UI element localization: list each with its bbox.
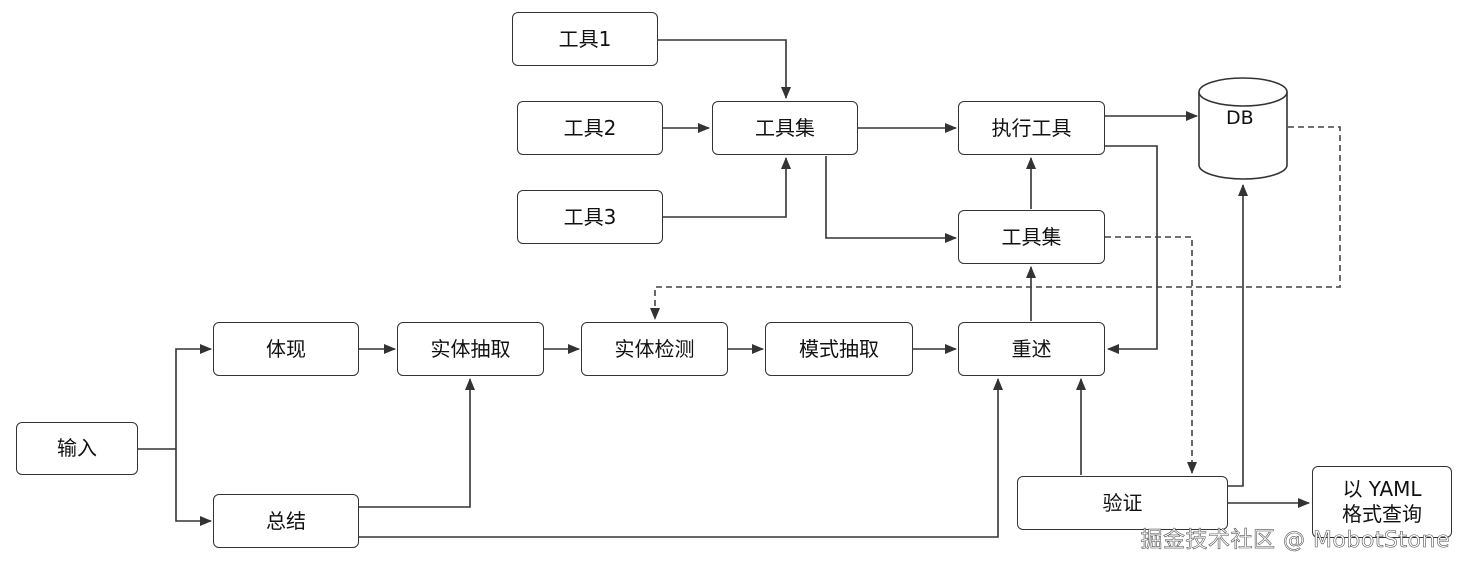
tool2-node: 工具2 bbox=[517, 101, 663, 155]
edge-toolsetmid-verify-dashed bbox=[1105, 236, 1197, 474]
edge-verify-db bbox=[1228, 184, 1248, 487]
edge-tool1-toolset bbox=[658, 39, 791, 99]
edge-input-embody bbox=[175, 344, 212, 449]
entity-extract-node: 实体抽取 bbox=[397, 322, 544, 376]
edge-input-summary bbox=[175, 449, 212, 526]
pattern-extract-node: 模式抽取 bbox=[765, 322, 913, 376]
edge-exec-restate bbox=[1105, 145, 1158, 354]
summary-node: 总结 bbox=[213, 494, 359, 548]
entity-detect-node: 实体检测 bbox=[581, 322, 728, 376]
yaml-query-line1: 以 YAML bbox=[1342, 477, 1422, 501]
yaml-query-line2: 格式查询 bbox=[1342, 502, 1422, 526]
verify-node: 验证 bbox=[1017, 476, 1228, 530]
input-node: 输入 bbox=[16, 422, 138, 475]
restate-node: 重述 bbox=[958, 322, 1105, 376]
edge-summary-extract bbox=[359, 378, 475, 508]
db-label: DB bbox=[1226, 107, 1254, 129]
edge-toolset-toolsetmid bbox=[825, 156, 957, 243]
embody-node: 体现 bbox=[213, 322, 359, 376]
tool3-node: 工具3 bbox=[517, 190, 663, 244]
watermark-text: 掘金技术社区 @ MobotStone bbox=[1140, 528, 1450, 554]
exec-tool-node: 执行工具 bbox=[958, 101, 1105, 155]
toolset-mid-node: 工具集 bbox=[958, 210, 1105, 264]
tool1-node: 工具1 bbox=[512, 12, 658, 66]
toolset-top-node: 工具集 bbox=[712, 101, 858, 155]
edge-db-detect-dashed bbox=[650, 126, 1341, 320]
db-cylinder bbox=[1198, 77, 1288, 180]
yaml-query-node: 以 YAML 格式查询 bbox=[1312, 466, 1452, 538]
edge-summary-restate bbox=[359, 378, 1003, 538]
edge-tool3-toolset bbox=[663, 157, 791, 218]
